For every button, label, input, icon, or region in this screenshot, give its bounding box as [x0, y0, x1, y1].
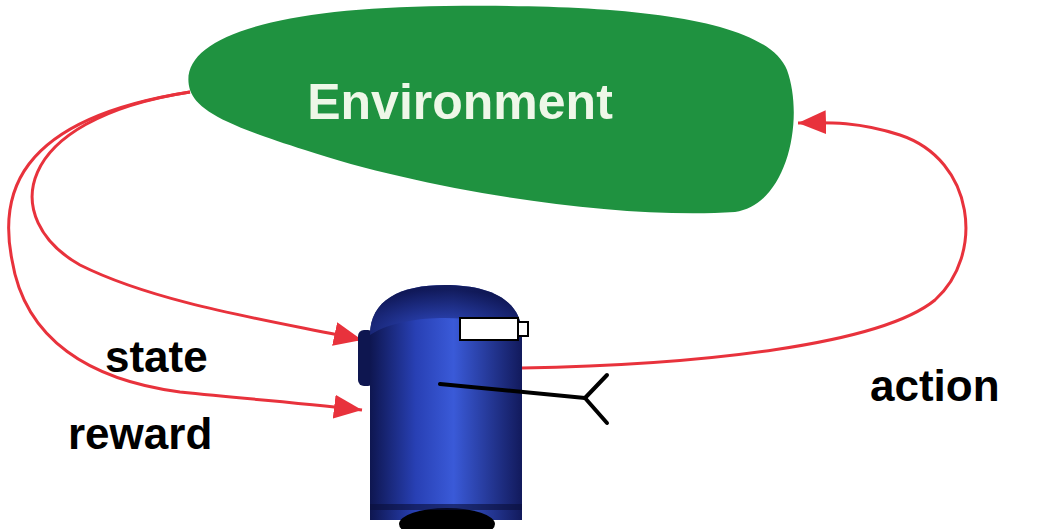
environment-blob: Environment: [175, 0, 805, 220]
blob-shape: [188, 6, 793, 214]
node-title: Environment: [307, 74, 613, 132]
signal-label: reward: [68, 410, 212, 458]
signal-label: state: [105, 333, 208, 381]
signal-label: action: [870, 362, 1000, 410]
robot-figure: [358, 285, 607, 529]
